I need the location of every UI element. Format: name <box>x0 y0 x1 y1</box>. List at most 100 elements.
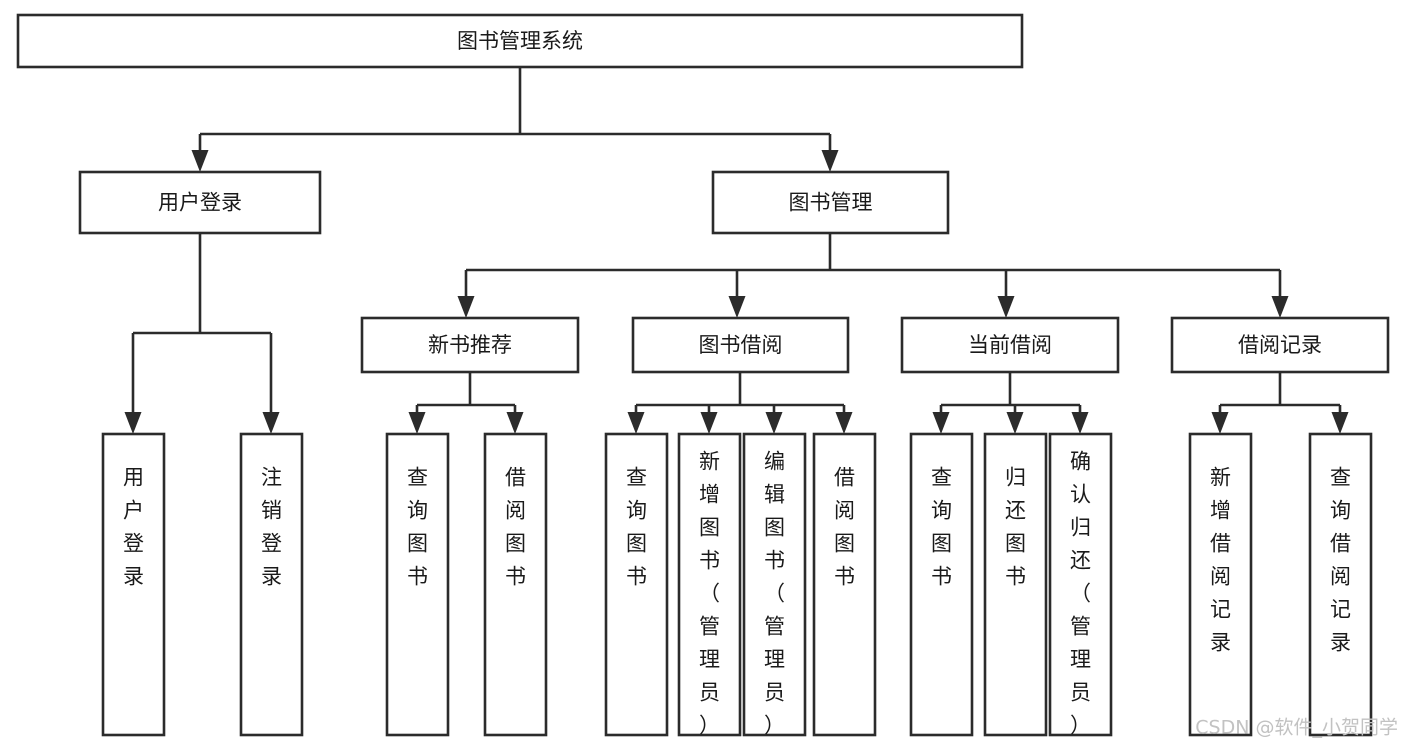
leaf-add-book-label-char: 增 <box>699 483 720 507</box>
leaf-borrow-book-box[interactable] <box>812 432 877 737</box>
leaf-add-record-box[interactable] <box>1188 432 1253 737</box>
leaf-query-book-rec-label-char: 书 <box>407 565 428 589</box>
node-root-root[interactable]: 图书管理系统 <box>16 13 1024 69</box>
leaf-borrow-book-rec-label-char: 书 <box>505 565 526 589</box>
leaf-query-book-borrow-label-char: 查 <box>626 466 647 490</box>
leaf-query-book-current-label-char: 询 <box>931 499 952 523</box>
leaf-confirm-return-label-char: 确 <box>1070 450 1091 474</box>
leaf-edit-book-label-char: 书 <box>764 549 785 573</box>
leaf-user-login-label-char: 用 <box>123 466 144 490</box>
leaf-query-book-borrow-label-char: 书 <box>626 565 647 589</box>
leaf-return-book-box[interactable] <box>983 432 1048 737</box>
book-manage-box[interactable] <box>711 170 950 235</box>
conn-current-c1-arrowhead <box>932 412 950 434</box>
conn-rec-c2-arrowhead <box>506 412 524 434</box>
conn-borrow-c1-arrowhead <box>627 412 645 434</box>
leaf-query-book-current-label-char: 查 <box>931 466 952 490</box>
leaf-query-record-label-char: 阅 <box>1330 565 1351 589</box>
conn-bm-c3-arrowhead <box>997 296 1015 318</box>
leaf-query-book-current-box[interactable] <box>909 432 974 737</box>
leaf-edit-book-label-char: 管 <box>764 615 785 639</box>
user-login-box[interactable] <box>78 170 322 235</box>
leaf-query-record-box[interactable] <box>1308 432 1373 737</box>
leaf-add-book-label-char: 员 <box>699 681 720 705</box>
leaf-query-record-label-char: 查 <box>1330 466 1351 490</box>
leaf-add-book-label-char: ） <box>699 714 720 738</box>
leaf-edit-book-label-char: 理 <box>764 648 785 672</box>
conn-root-to-user-login-arrowhead <box>191 150 209 172</box>
leaf-return-book-label-char: 书 <box>1005 565 1026 589</box>
leaf-add-book-label-char: （ <box>699 582 720 606</box>
conn-record-c2-arrowhead <box>1331 412 1349 434</box>
leaf-query-book-borrow-box[interactable] <box>604 432 669 737</box>
node-tier2-user-login[interactable]: 用户登录 <box>78 170 322 235</box>
leaf-edit-book-label-char: 编 <box>764 450 785 474</box>
conn-user-login-c2-arrowhead <box>262 412 280 434</box>
leaf-borrow-book-rec-label-char: 借 <box>505 466 526 490</box>
leaf-user-logout-label-char: 录 <box>261 565 282 589</box>
leaf-user-logout-box[interactable] <box>239 432 304 737</box>
leaf-edit-book-label-char: （ <box>764 582 785 606</box>
root-box[interactable] <box>16 13 1024 69</box>
leaf-query-record-label-char: 记 <box>1330 598 1351 622</box>
leaf-add-book-box[interactable] <box>677 432 742 737</box>
connector-layer <box>124 67 1349 434</box>
leaf-query-record-label-char: 录 <box>1330 631 1351 655</box>
conn-user-login-c1-arrowhead <box>124 412 142 434</box>
leaf-confirm-return-label-char: 管 <box>1070 615 1091 639</box>
user-login-label: 用户登录 <box>158 191 242 215</box>
leaf-return-book-label-char: 还 <box>1005 499 1026 523</box>
node-tier3-book-borrow[interactable]: 图书借阅 <box>631 316 850 374</box>
leaf-confirm-return-box[interactable] <box>1048 432 1113 737</box>
borrow-record-box[interactable] <box>1170 316 1390 374</box>
leaf-add-record-label-char: 新 <box>1210 466 1231 490</box>
leaf-return-book-label-char: 归 <box>1005 466 1026 490</box>
leaf-query-book-rec-label-char: 询 <box>407 499 428 523</box>
node-tier3-new-book-recommend[interactable]: 新书推荐 <box>360 316 580 374</box>
leaf-add-book-label-char: 书 <box>699 549 720 573</box>
new-book-recommend-box[interactable] <box>360 316 580 374</box>
book-borrow-box[interactable] <box>631 316 850 374</box>
leaf-add-book-label-char: 图 <box>699 516 720 540</box>
conn-bm-c1-arrowhead <box>457 296 475 318</box>
leaf-user-login-box[interactable] <box>101 432 166 737</box>
leaf-borrow-book-label-char: 借 <box>834 466 855 490</box>
leaf-borrow-book-label-char: 阅 <box>834 499 855 523</box>
conn-borrow-c2-arrowhead <box>700 412 718 434</box>
leaf-edit-book-box[interactable] <box>742 432 807 737</box>
leaf-edit-book-label-char: ） <box>764 714 785 738</box>
node-leaf-leaf-user-login[interactable]: 用户登录 <box>101 432 166 737</box>
csdn-watermark: CSDN @软件_小贺同学 <box>1195 717 1398 739</box>
conn-record-c1-arrowhead <box>1211 412 1229 434</box>
current-borrow-box[interactable] <box>900 316 1120 374</box>
leaf-confirm-return-label-char: 认 <box>1070 483 1091 507</box>
conn-root-to-book-manage-arrowhead <box>821 150 839 172</box>
leaf-confirm-return-label-char: ） <box>1070 714 1091 738</box>
node-tier2-book-manage[interactable]: 图书管理 <box>711 170 950 235</box>
leaf-query-book-borrow-label-char: 图 <box>626 532 647 556</box>
leaf-user-logout-label-char: 销 <box>261 499 282 523</box>
node-tier3-borrow-record[interactable]: 借阅记录 <box>1170 316 1390 374</box>
conn-rec-c1-arrowhead <box>408 412 426 434</box>
leaf-query-record-label-char: 询 <box>1330 499 1351 523</box>
leaf-confirm-return-label-char: 还 <box>1070 549 1091 573</box>
node-tier3-current-borrow[interactable]: 当前借阅 <box>900 316 1120 374</box>
leaf-borrow-book-rec-box[interactable] <box>483 432 548 737</box>
leaf-add-book-label-char: 理 <box>699 648 720 672</box>
leaf-add-record-label-char: 借 <box>1210 532 1231 556</box>
leaf-query-book-rec-box[interactable] <box>385 432 450 737</box>
leaf-confirm-return-label-char: （ <box>1070 582 1091 606</box>
